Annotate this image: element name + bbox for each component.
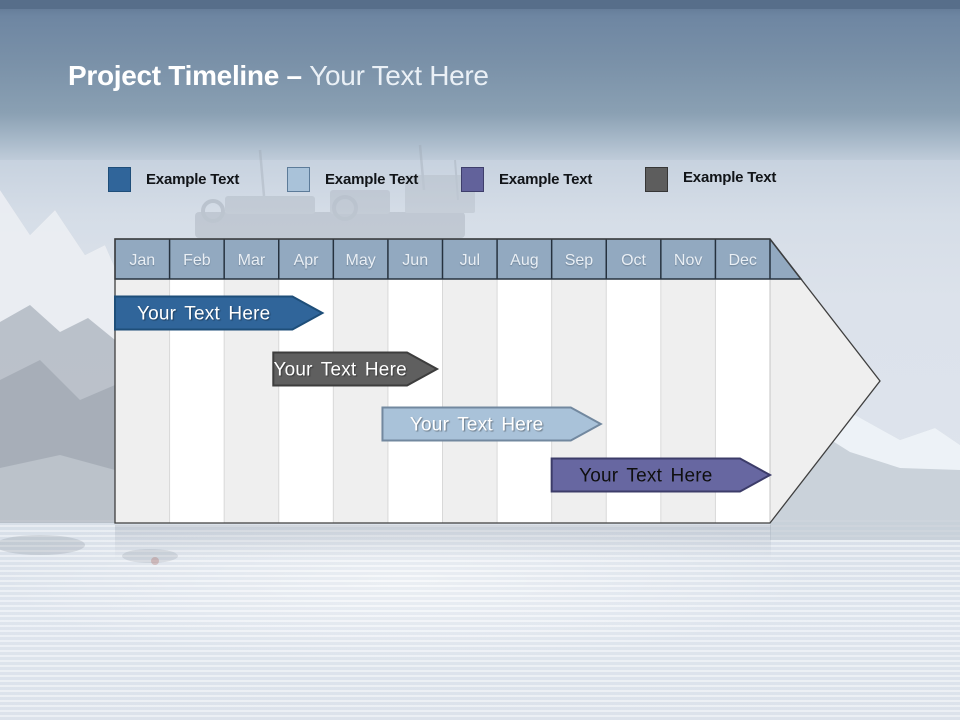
dock-shape xyxy=(0,535,85,555)
timeline-bar-label-4: Your Text Here xyxy=(579,466,712,487)
month-cell-aug[interactable]: Aug xyxy=(510,252,538,269)
month-column-jun xyxy=(387,279,443,523)
slide-title-dash: – xyxy=(286,60,302,91)
month-cell-feb[interactable]: Feb xyxy=(183,252,211,269)
legend-label-4: Example Text xyxy=(683,169,777,186)
timeline-bar-3[interactable]: Your Text Here xyxy=(381,406,603,442)
legend: Example Text Example Text Example Text E… xyxy=(0,167,960,195)
slide-title[interactable]: Project Timeline – Your Text Here xyxy=(68,60,489,92)
month-cell-may[interactable]: May xyxy=(346,252,376,269)
month-column-jul xyxy=(442,279,498,523)
timeline-bar-label-2: Your Text Here xyxy=(273,360,406,381)
timeline-bar-2[interactable]: Your Text Here xyxy=(272,351,440,387)
timeline-bar-shape-3[interactable] xyxy=(381,406,603,442)
slide-title-emphasis: Project Timeline xyxy=(68,60,279,91)
legend-swatch-4 xyxy=(645,167,668,192)
legend-swatch-2 xyxy=(287,167,310,192)
mountain-left-rock xyxy=(0,360,115,470)
timeline-arrow-outline xyxy=(114,238,881,524)
legend-swatch-3 xyxy=(461,167,484,192)
timeline-bar-shape-4[interactable] xyxy=(550,457,773,493)
month-column-may xyxy=(333,279,388,523)
month-cell-nov[interactable]: Nov xyxy=(674,252,702,269)
month-cell-jul[interactable]: Jul xyxy=(460,252,480,269)
legend-label-1: Example Text xyxy=(146,171,240,188)
month-cell-dec[interactable]: Dec xyxy=(728,252,756,269)
timeline-bar-label-1: Your Text Here xyxy=(137,304,270,325)
month-cell-oct[interactable]: Oct xyxy=(621,252,646,269)
timeline-bar-label-3: Your Text Here xyxy=(410,415,543,436)
month-cell-mar[interactable]: Mar xyxy=(238,252,266,269)
header-gradient-band xyxy=(0,0,960,166)
legend-label-3: Example Text xyxy=(499,171,593,188)
legend-swatch-1 xyxy=(108,167,131,192)
timeline-bar-shape-1[interactable] xyxy=(114,295,325,331)
mountain-right-snow xyxy=(815,415,960,470)
top-edge-strip xyxy=(0,0,960,9)
mountain-left-snow xyxy=(0,190,115,340)
legend-label-2: Example Text xyxy=(325,171,419,188)
month-cell-apr[interactable]: Apr xyxy=(294,252,320,269)
timeline-month-header: Jan Feb Mar Apr May Jun Jul Aug Sep Oct Nov Dec xyxy=(114,238,803,280)
timeline-bar-1[interactable]: Your Text Here xyxy=(114,295,325,331)
legend-item-1[interactable]: Example Text xyxy=(108,167,239,192)
month-cell-jun[interactable]: Jun xyxy=(402,252,428,269)
legend-item-3[interactable]: Example Text xyxy=(461,167,592,192)
legend-item-4[interactable]: Example Text xyxy=(645,167,776,192)
month-column-aug xyxy=(497,279,552,523)
timeline-bar-4[interactable]: Your Text Here xyxy=(550,457,773,493)
legend-item-2[interactable]: Example Text xyxy=(287,167,418,192)
month-cell-jan[interactable]: Jan xyxy=(129,252,155,269)
ship-silhouette xyxy=(195,144,475,238)
month-cell-sep[interactable]: Sep xyxy=(565,252,594,269)
slide-title-placeholder: Your Text Here xyxy=(309,60,489,91)
timeline-bar-shape-2[interactable] xyxy=(272,351,440,387)
timeline-reflection xyxy=(115,525,771,559)
